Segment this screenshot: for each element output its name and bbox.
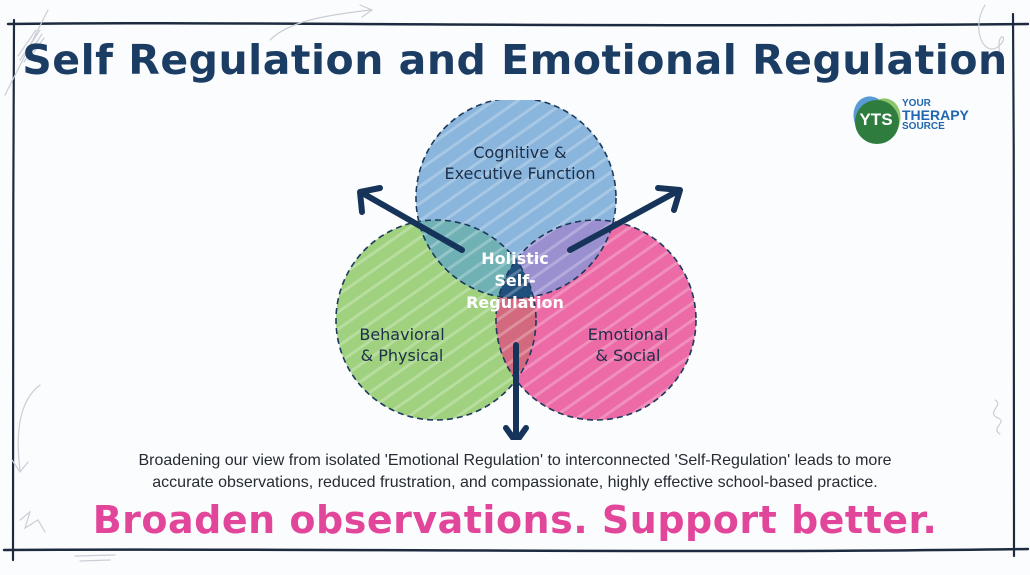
page-title: Self Regulation and Emotional Regulation <box>22 36 1008 84</box>
doodle-squiggle-bottom <box>19 510 46 533</box>
frame-bottom-line <box>2 547 1030 553</box>
label-center: Holistic Self- Regulation <box>462 248 568 314</box>
caption-line1: Broadening our view from isolated 'Emoti… <box>138 452 892 469</box>
frame-top-line <box>6 21 1030 27</box>
doodle-arrow-left <box>11 384 41 474</box>
tagline: Broaden observations. Support better. <box>92 498 938 542</box>
logo-line3: SOURCE <box>902 121 945 132</box>
label-cognitive-line2: Executive Function <box>444 164 596 183</box>
label-center-line1: Holistic <box>481 249 549 268</box>
logo-mark-icon <box>853 96 901 144</box>
label-emotional: Emotional & Social <box>572 324 684 366</box>
doodle-hatch <box>17 29 45 63</box>
logo-wordmark: YOUR THERAPY SOURCE <box>902 99 969 132</box>
frame-right-line <box>1011 12 1016 558</box>
frame-left-line <box>11 18 16 562</box>
outline-emotional <box>495 219 697 421</box>
label-behavioral: Behavioral & Physical <box>346 324 458 366</box>
logo-line2: THERAPY <box>902 107 969 123</box>
arrow-down-icon <box>503 342 529 440</box>
label-emotional-line1: Emotional <box>587 325 669 344</box>
label-emotional-line2: & Social <box>595 346 661 365</box>
label-center-line3: Regulation <box>466 293 564 312</box>
doodle-squiggle-right <box>992 399 1002 435</box>
yts-logo: YTS YOUR THERAPY SOURCE <box>852 94 982 146</box>
label-center-line2: Self- <box>494 271 536 290</box>
outline-cognitive <box>415 100 617 299</box>
doodle-arrow-top <box>269 4 374 41</box>
outline-behavioral <box>335 219 537 421</box>
arrow-up-right-icon <box>567 185 683 253</box>
label-cognitive: Cognitive & Executive Function <box>440 142 600 184</box>
hatch-overlay <box>330 100 710 440</box>
label-behavioral-line2: & Physical <box>360 346 444 365</box>
caption-line2: accurate observations, reduced frustrati… <box>152 474 878 491</box>
label-behavioral-line1: Behavioral <box>359 325 445 344</box>
doodle-swirl-right <box>978 4 1005 56</box>
venn-diagram <box>330 100 710 440</box>
logo-mark-text: YTS <box>859 110 893 129</box>
caption: Broadening our view from isolated 'Emoti… <box>40 450 990 494</box>
label-cognitive-line1: Cognitive & <box>473 143 567 162</box>
arrow-up-left-icon <box>357 185 465 253</box>
logo-line1: YOUR <box>902 98 931 109</box>
doodle-dash-bottom <box>74 554 116 562</box>
doodle-slash-left <box>4 9 49 96</box>
